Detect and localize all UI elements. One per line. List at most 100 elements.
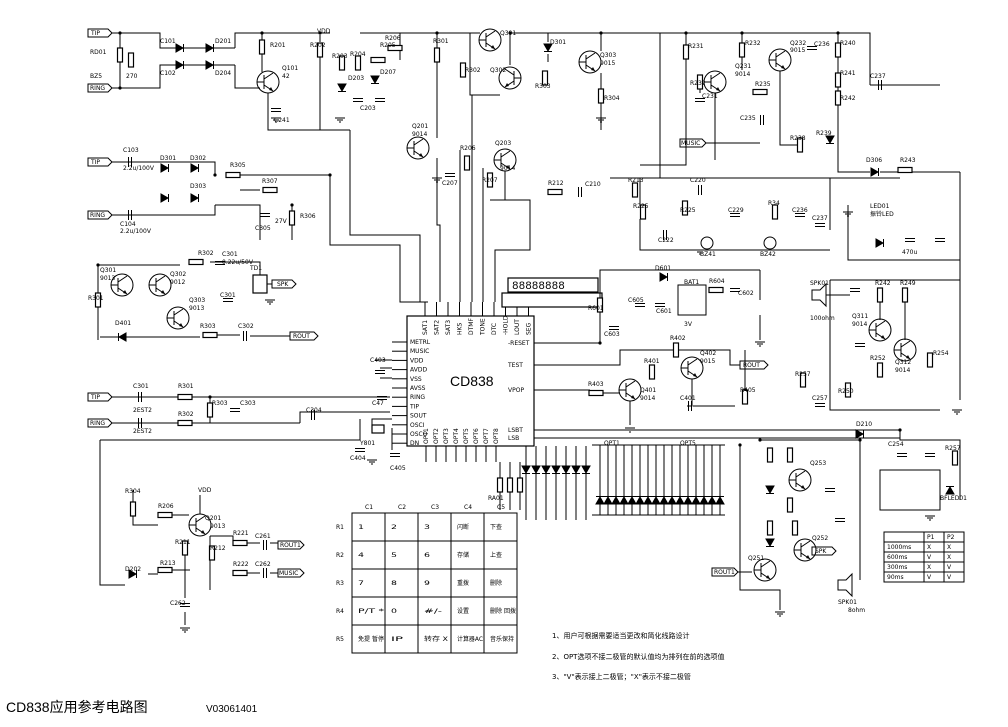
label-text: R213	[160, 560, 176, 567]
diode-triangle	[667, 495, 677, 505]
diode-triangle	[765, 538, 775, 548]
resistor	[202, 331, 218, 339]
label-text: D203	[348, 75, 364, 82]
transistor	[166, 306, 190, 330]
diode	[541, 465, 551, 475]
label-text: 2.2u/100V	[120, 228, 152, 235]
label-text: BFLED01	[940, 495, 967, 502]
label-text: 2EST2	[133, 428, 152, 435]
transistor-arrow	[506, 165, 510, 169]
diode	[651, 495, 661, 505]
transistor-lead	[875, 320, 886, 328]
transistor	[788, 468, 812, 492]
wire	[112, 32, 235, 49]
ic-pin-label: AVDD	[410, 367, 427, 374]
label-text: R405	[740, 387, 756, 394]
resistor	[682, 44, 690, 60]
label-text: 9013	[210, 523, 225, 530]
svg-text:ROUT1: ROUT1	[714, 569, 735, 576]
diode	[190, 163, 200, 173]
lcd-connector	[501, 292, 603, 308]
keypad-row-header: R3	[336, 580, 344, 587]
resistor	[696, 74, 704, 90]
wire	[534, 312, 601, 344]
wire	[847, 205, 960, 261]
diode-triangle	[370, 75, 380, 85]
label-text: R238	[790, 135, 806, 142]
resistor	[786, 447, 794, 463]
diode	[683, 495, 693, 505]
label-text: R235	[755, 81, 771, 88]
label-text: R254	[933, 350, 949, 357]
ic-left-pins: METRLMUSICVDDAVDDVSSAVSSRINGTIPSOUTOSCIO…	[392, 339, 431, 447]
label-text: Q252	[812, 535, 828, 542]
resistor	[354, 55, 362, 71]
label-text: 9014	[895, 367, 910, 374]
resistor	[370, 56, 386, 64]
wire	[267, 93, 350, 131]
label-text: R202	[310, 42, 326, 49]
speaker-icon	[811, 282, 827, 308]
label-text: C229	[728, 207, 744, 214]
wire	[210, 535, 234, 543]
transistor-lead	[500, 150, 511, 158]
label-text: R201	[270, 42, 286, 49]
label-text: Q251	[748, 555, 764, 562]
wire	[899, 430, 961, 500]
diode	[855, 429, 865, 439]
label-text: R303	[200, 323, 216, 330]
diode-triangle	[521, 465, 531, 475]
ic-pin-label: -HOLD	[503, 315, 510, 335]
label-text: C405	[390, 465, 406, 472]
resistor	[799, 372, 807, 388]
resistor	[157, 511, 173, 519]
label-text: R302	[178, 411, 194, 418]
resistor	[94, 292, 102, 308]
keypad-key: #/-	[424, 608, 442, 615]
diode-triangle	[581, 465, 591, 475]
label-text: C220	[690, 177, 706, 184]
transistor-arrow	[179, 323, 183, 327]
label-text: R301	[433, 38, 449, 45]
resistor	[177, 393, 193, 401]
resistor	[588, 389, 604, 397]
label-text: R206	[158, 503, 174, 510]
transistor-arrow	[781, 65, 785, 69]
keypad-key: 7	[358, 580, 364, 587]
transistor	[893, 338, 917, 362]
junction-dot	[318, 31, 322, 35]
junction-dot	[118, 86, 122, 90]
label-text: Q302	[490, 67, 506, 74]
diode-triangle	[595, 495, 605, 505]
label-text: Q303	[189, 297, 205, 304]
resistor	[127, 52, 135, 68]
label-text: C601	[656, 308, 672, 315]
transistor	[493, 148, 517, 172]
label-text: LED01	[870, 203, 890, 210]
resistor	[876, 362, 884, 378]
transistor	[406, 136, 430, 160]
line-label-rout3: ROUT1	[277, 540, 305, 550]
transistor-lead	[710, 72, 721, 80]
label-text: R252	[870, 355, 886, 362]
label-text: R243	[900, 157, 916, 164]
wire	[200, 161, 216, 175]
ic-pin-label: RING	[410, 394, 425, 401]
main-ic-label: CD838	[450, 373, 494, 389]
ic-pin-label: TEST	[507, 362, 523, 369]
label-text: VDD	[198, 487, 212, 494]
label-text: Q302	[170, 271, 186, 278]
label-text: OPT5	[680, 440, 696, 447]
diode	[117, 332, 127, 342]
option-table-cell: 300ms	[887, 564, 907, 571]
label-text: C103	[123, 147, 139, 154]
label-text: TD1	[249, 265, 262, 272]
transistor-arrow	[801, 485, 805, 489]
main-ic-body	[406, 315, 535, 447]
transistor-lead	[195, 515, 206, 523]
wire	[371, 418, 392, 425]
label-text: R232	[745, 40, 761, 47]
